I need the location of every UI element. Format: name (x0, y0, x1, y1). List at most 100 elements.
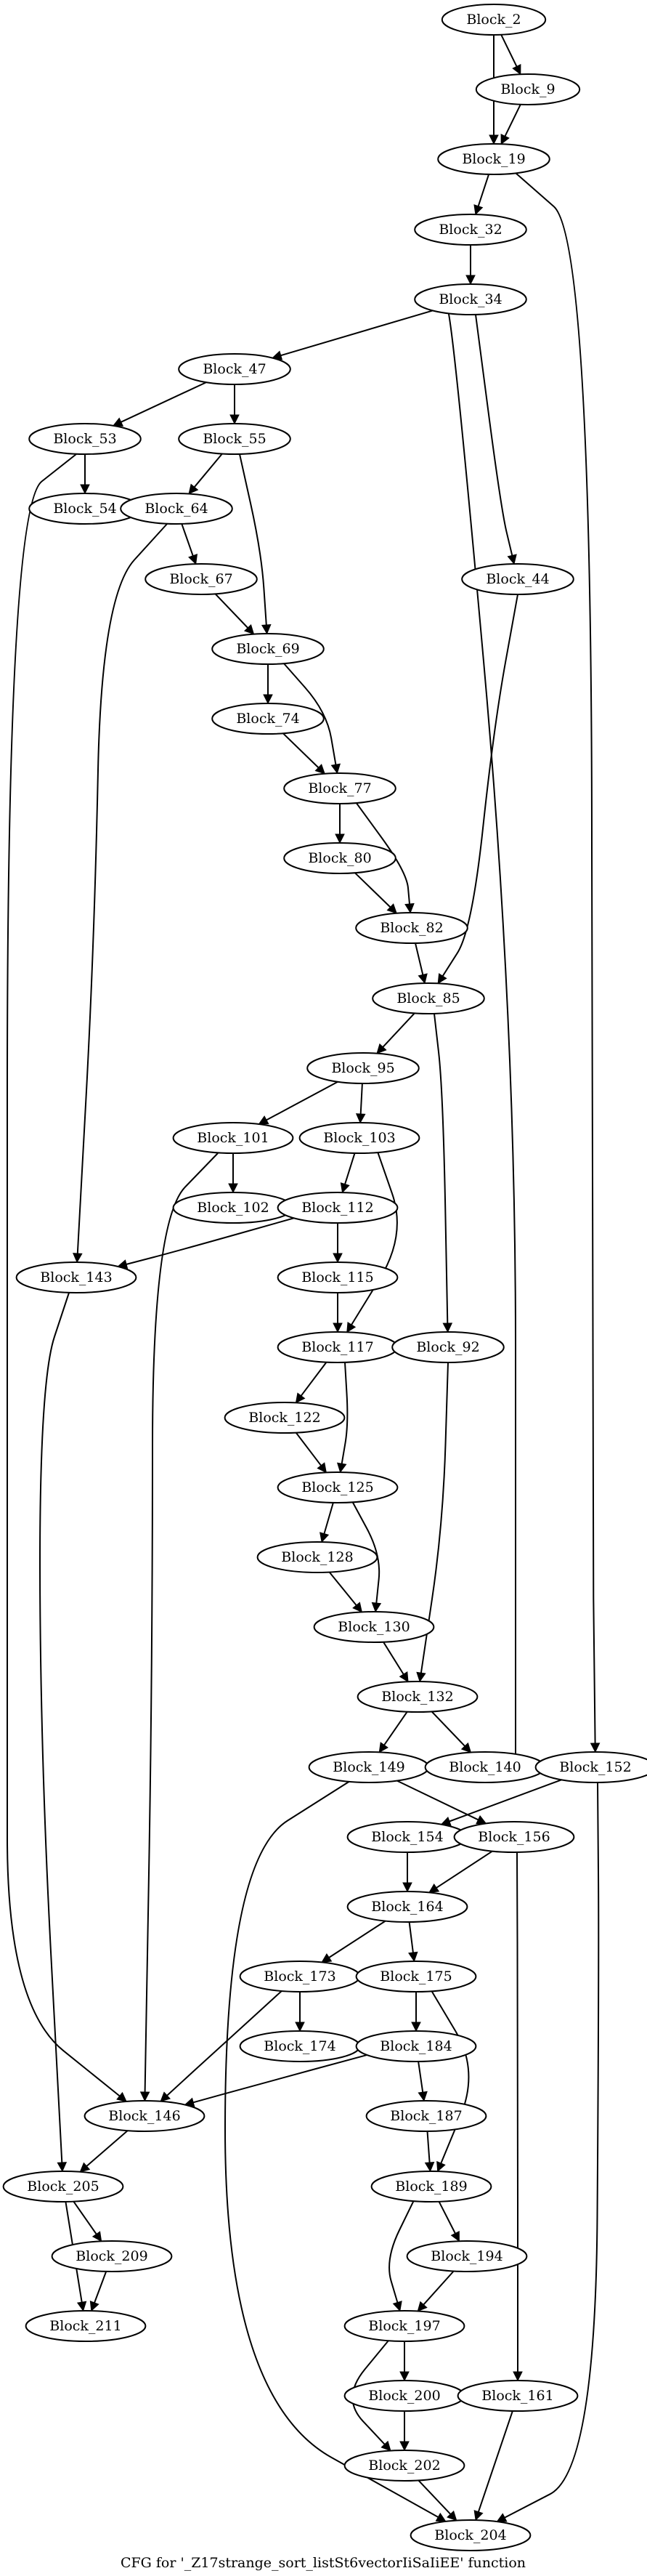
node-Block_204[interactable]: Block_204 (410, 2519, 532, 2551)
node-Block_67[interactable]: Block_67 (145, 563, 258, 595)
node-Block_64[interactable]: Block_64 (120, 493, 233, 525)
node-label: Block_143 (40, 1269, 112, 1285)
arrowhead-icon (408, 1951, 418, 1963)
node-Block_19[interactable]: Block_19 (437, 143, 550, 175)
node-label: Block_32 (439, 222, 502, 238)
node-Block_205[interactable]: Block_205 (2, 2171, 124, 2202)
arrowhead-icon (442, 1323, 453, 1333)
node-Block_112[interactable]: Block_112 (277, 1192, 399, 1224)
node-Block_95[interactable]: Block_95 (306, 1052, 420, 1084)
node-ellipse (410, 2519, 532, 2551)
node-ellipse (355, 912, 468, 944)
arrowhead-icon (295, 2022, 305, 2032)
node-Block_211[interactable]: Block_211 (25, 2310, 147, 2342)
node-Block_161[interactable]: Block_161 (457, 2380, 579, 2412)
node-Block_85[interactable]: Block_85 (372, 982, 485, 1014)
node-Block_101[interactable]: Block_101 (172, 1122, 294, 1154)
node-Block_2[interactable]: Block_2 (441, 4, 547, 36)
edge-line (38, 1292, 70, 2163)
edge-Block_55-to-Block_64 (188, 453, 223, 495)
arrowhead-icon (507, 554, 517, 565)
edge-Block_209-to-Block_211 (89, 2271, 107, 2312)
edge-line (408, 1921, 414, 1953)
node-Block_189[interactable]: Block_189 (370, 2171, 492, 2202)
node-Block_187[interactable]: Block_187 (365, 2100, 487, 2132)
node-Block_77[interactable]: Block_77 (283, 772, 396, 804)
node-Block_55[interactable]: Block_55 (178, 423, 291, 455)
edge-line (239, 453, 267, 626)
edge-line (396, 1780, 479, 1821)
node-Block_125[interactable]: Block_125 (277, 1471, 399, 1503)
node-Block_200[interactable]: Block_200 (343, 2380, 465, 2412)
node-Block_152[interactable]: Block_152 (534, 1751, 647, 1783)
node-label: Block_197 (368, 2318, 440, 2334)
node-Block_69[interactable]: Block_69 (211, 633, 325, 665)
graph-caption: CFG for '_Z17strange_sort_listSt6vectorI… (121, 2555, 526, 2571)
edge-Block_156-to-Block_164 (428, 1850, 493, 1894)
node-Block_47[interactable]: Block_47 (178, 353, 291, 385)
arrowhead-icon (263, 694, 273, 705)
edge-line (280, 310, 434, 357)
edge-Block_202-to-Block_204 (418, 2479, 457, 2522)
arrowhead-icon (404, 903, 415, 914)
node-ellipse (372, 982, 485, 1014)
node-Block_175[interactable]: Block_175 (355, 1961, 477, 1992)
node-ellipse (346, 1891, 468, 1923)
node-Block_9[interactable]: Block_9 (475, 73, 581, 105)
edge-Block_34-to-Block_44 (475, 314, 517, 565)
node-Block_194[interactable]: Block_194 (406, 2240, 528, 2272)
node-Block_32[interactable]: Block_32 (414, 214, 527, 246)
node-Block_184[interactable]: Block_184 (355, 2030, 477, 2062)
node-Block_102[interactable]: Block_102 (172, 1192, 294, 1224)
arrowhead-icon (465, 275, 476, 286)
node-Block_54[interactable]: Block_54 (28, 493, 142, 525)
edge-line (420, 1362, 449, 1673)
node-Block_53[interactable]: Block_53 (28, 423, 142, 455)
node-ellipse (256, 1541, 378, 1573)
node-ellipse (211, 633, 325, 665)
node-Block_117[interactable]: Block_117 (277, 1331, 399, 1363)
node-ellipse (461, 563, 574, 595)
edge-line (441, 306, 517, 1757)
node-Block_92[interactable]: Block_92 (391, 1331, 505, 1363)
node-Block_44[interactable]: Block_44 (461, 563, 574, 595)
arrowhead-icon (91, 2231, 102, 2242)
node-Block_130[interactable]: Block_130 (313, 1611, 435, 1643)
node-Block_74[interactable]: Block_74 (211, 703, 325, 735)
edge-Block_164-to-Block_175 (408, 1921, 418, 1963)
node-Block_146[interactable]: Block_146 (84, 2100, 206, 2132)
node-label: Block_77 (308, 780, 371, 796)
arrowhead-icon (229, 414, 240, 425)
node-Block_209[interactable]: Block_209 (51, 2240, 173, 2272)
node-ellipse (84, 2100, 206, 2132)
node-Block_197[interactable]: Block_197 (343, 2310, 465, 2342)
node-label: Block_44 (486, 571, 549, 587)
node-Block_173[interactable]: Block_173 (239, 1961, 361, 1992)
node-label: Block_161 (481, 2388, 553, 2404)
node-Block_122[interactable]: Block_122 (224, 1402, 346, 1434)
node-Block_128[interactable]: Block_128 (256, 1541, 378, 1573)
arrowhead-icon (416, 1671, 426, 1683)
node-Block_80[interactable]: Block_80 (283, 842, 396, 874)
node-Block_164[interactable]: Block_164 (346, 1891, 468, 1923)
node-Block_143[interactable]: Block_143 (15, 1261, 137, 1293)
node-ellipse (298, 1122, 420, 1154)
node-Block_156[interactable]: Block_156 (453, 1821, 575, 1853)
edge-line (351, 2340, 389, 2445)
node-Block_34[interactable]: Block_34 (414, 283, 527, 315)
node-Block_115[interactable]: Block_115 (277, 1261, 399, 1293)
node-Block_202[interactable]: Block_202 (343, 2450, 465, 2482)
node-Block_140[interactable]: Block_140 (424, 1751, 546, 1783)
edge-line (477, 2410, 513, 2513)
node-ellipse (2, 2171, 124, 2202)
arrowhead-icon (261, 624, 272, 635)
node-Block_149[interactable]: Block_149 (308, 1751, 430, 1783)
node-Block_103[interactable]: Block_103 (298, 1122, 420, 1154)
edge-Block_175-to-Block_184 (411, 1992, 421, 2032)
node-Block_154[interactable]: Block_154 (346, 1821, 468, 1853)
node-Block_132[interactable]: Block_132 (357, 1681, 479, 1713)
node-ellipse (414, 214, 527, 246)
arrowhead-icon (340, 1182, 350, 1194)
node-Block_174[interactable]: Block_174 (239, 2030, 361, 2062)
node-Block_82[interactable]: Block_82 (355, 912, 468, 944)
